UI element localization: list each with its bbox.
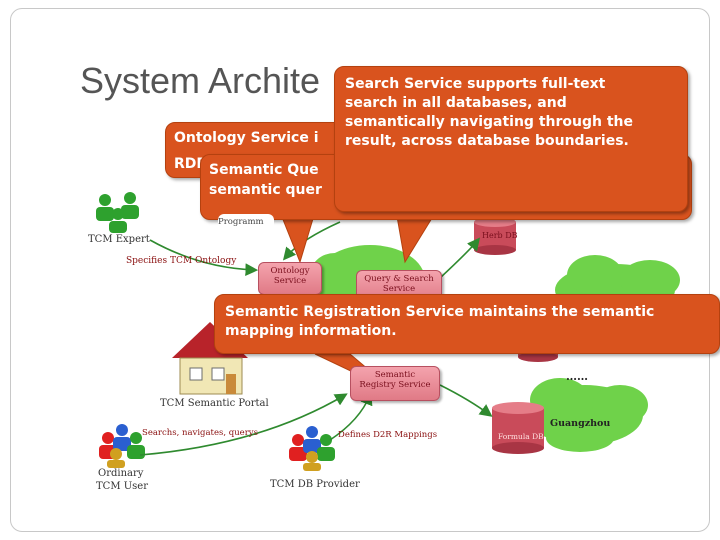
ontology-service-label-1: Ontology <box>270 266 310 276</box>
diagram-arrows <box>139 221 493 456</box>
specifies-ontology-label: Specifies TCM Ontology <box>126 256 237 266</box>
ordinary-user-label-2: TCM User <box>96 481 148 492</box>
programming-service-label: Programm <box>218 217 264 227</box>
formula-db-label: Formula DB <box>498 432 544 441</box>
db-provider-people-icon <box>289 426 335 471</box>
herb-db-cylinder <box>474 217 516 255</box>
guangzhou-label: Guangzhou <box>550 418 611 429</box>
ordinary-user-people-icon <box>99 424 145 468</box>
registration-service-callout-text: Semantic Registration Service maintains … <box>225 304 655 339</box>
query-search-service-label-1: Query & Search <box>364 274 434 284</box>
tcm-expert-people-icon <box>96 192 139 233</box>
search-service-callout: Search Service supports full-text search… <box>334 66 688 212</box>
tcm-expert-label: TCM Expert <box>88 234 150 245</box>
cloud-guangzhou <box>527 378 648 452</box>
ellipsis-label: …… <box>566 370 588 383</box>
herb-db-label: Herb DB <box>482 231 518 240</box>
slide-title: System Archite <box>80 60 321 101</box>
tcm-db-provider-label: TCM DB Provider <box>270 479 360 490</box>
formula-db-cylinder <box>492 402 544 454</box>
registry-service-label-2: Registry Service <box>359 380 431 390</box>
query-search-service-label-2: Service <box>382 284 416 294</box>
semantic-registry-service-box: Semantic Registry Service <box>350 366 440 401</box>
programming-service-partial: Programm <box>218 214 274 234</box>
ontology-service-label-2: Service <box>273 276 307 286</box>
defines-mappings-label: Defines D2R Mappings <box>338 430 438 440</box>
semantic-query-callout-text-2: semantic quer <box>209 182 322 198</box>
registry-service-label-1: Semantic <box>374 370 416 380</box>
semantic-query-callout-text: Semantic Que <box>209 162 319 178</box>
ontology-callout-text: Ontology Service i <box>174 130 319 146</box>
ordinary-user-label-1: Ordinary <box>98 468 144 479</box>
registration-service-callout: Semantic Registration Service maintains … <box>214 294 720 354</box>
tcm-semantic-portal-label: TCM Semantic Portal <box>160 398 269 409</box>
ontology-service-box: Ontology Service <box>258 262 322 295</box>
rdf-callout-text: RDF <box>174 156 206 172</box>
search-service-callout-text: Search Service supports full-text search… <box>345 76 633 149</box>
searches-navigates-label: Searchs, navigates, querys <box>142 428 258 438</box>
